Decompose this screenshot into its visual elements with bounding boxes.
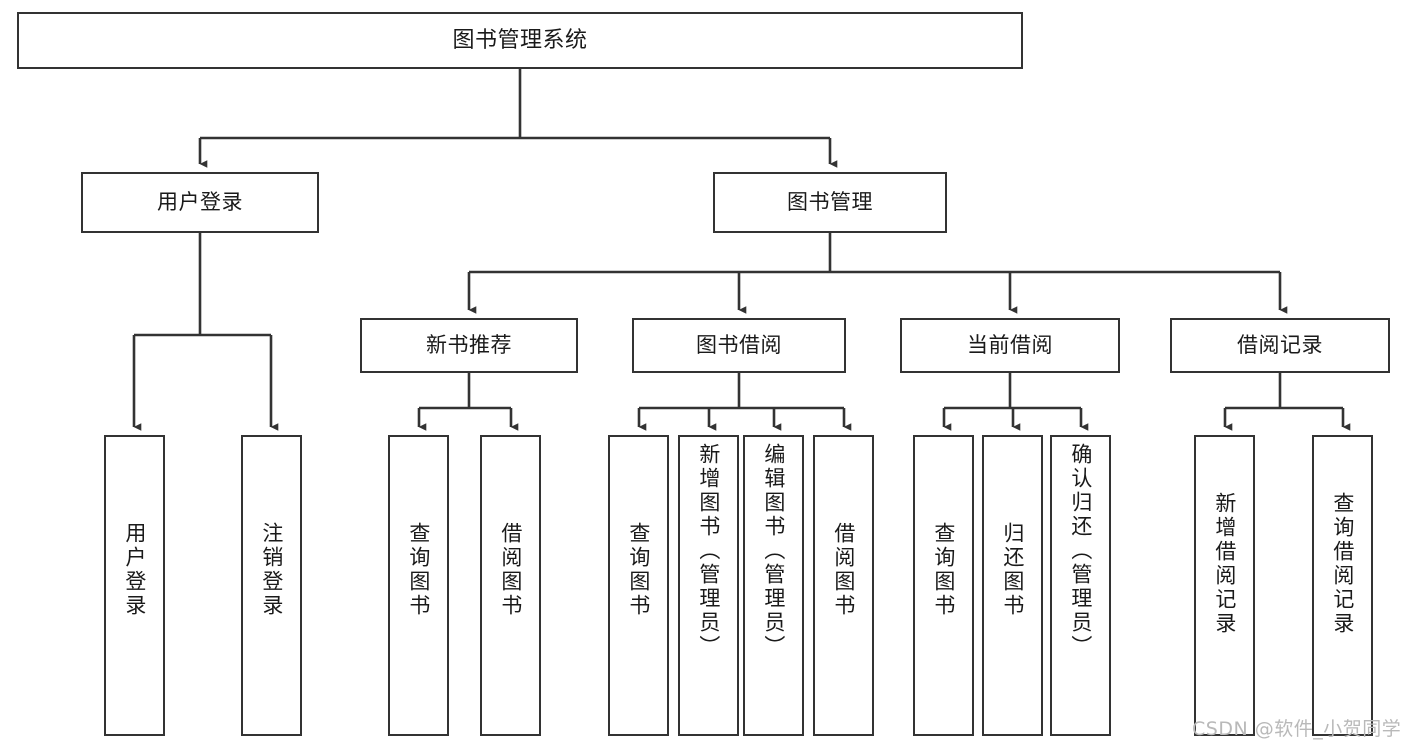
node-book-manage[interactable]: 图书管理 xyxy=(713,172,947,233)
node-leaf-query-record-label: 查询借阅记录 xyxy=(1330,492,1355,636)
node-leaf-borrow-book[interactable]: 借阅图书 xyxy=(813,435,874,736)
node-borrow-record-label: 借阅记录 xyxy=(1237,333,1323,358)
node-leaf-edit-book[interactable]: 编辑图书（管理员） xyxy=(743,435,804,736)
node-leaf-logout[interactable]: 注销登录 xyxy=(241,435,302,736)
node-leaf-query-book-borrow[interactable]: 查询图书 xyxy=(608,435,669,736)
node-book-borrow-label: 图书借阅 xyxy=(696,333,782,358)
node-leaf-user-login[interactable]: 用户登录 xyxy=(104,435,165,736)
node-leaf-confirm-return[interactable]: 确认归还（管理员） xyxy=(1050,435,1111,736)
node-book-borrow[interactable]: 图书借阅 xyxy=(632,318,846,373)
node-root[interactable]: 图书管理系统 xyxy=(17,12,1023,69)
node-leaf-return-book[interactable]: 归还图书 xyxy=(982,435,1043,736)
node-new-book-recommend[interactable]: 新书推荐 xyxy=(360,318,578,373)
node-leaf-borrow-book-rec[interactable]: 借阅图书 xyxy=(480,435,541,736)
node-leaf-logout-label: 注销登录 xyxy=(259,522,284,618)
node-leaf-borrow-book-rec-label: 借阅图书 xyxy=(498,522,523,618)
node-leaf-add-book-label: 新增图书（管理员） xyxy=(696,443,721,659)
node-leaf-edit-book-label: 编辑图书（管理员） xyxy=(761,443,786,659)
node-leaf-query-record[interactable]: 查询借阅记录 xyxy=(1312,435,1373,736)
node-current-borrow-label: 当前借阅 xyxy=(967,333,1053,358)
node-leaf-query-book-rec[interactable]: 查询图书 xyxy=(388,435,449,736)
node-leaf-add-record[interactable]: 新增借阅记录 xyxy=(1194,435,1255,736)
node-leaf-query-book-cur[interactable]: 查询图书 xyxy=(913,435,974,736)
node-leaf-query-book-borrow-label: 查询图书 xyxy=(626,522,651,618)
node-root-label: 图书管理系统 xyxy=(452,27,588,53)
node-leaf-add-book[interactable]: 新增图书（管理员） xyxy=(678,435,739,736)
node-leaf-user-login-label: 用户登录 xyxy=(122,522,147,618)
node-user-login-label: 用户登录 xyxy=(157,190,243,215)
node-leaf-borrow-book-label: 借阅图书 xyxy=(831,522,856,618)
node-borrow-record[interactable]: 借阅记录 xyxy=(1170,318,1390,373)
node-current-borrow[interactable]: 当前借阅 xyxy=(900,318,1120,373)
node-leaf-confirm-return-label: 确认归还（管理员） xyxy=(1068,443,1093,659)
node-leaf-add-record-label: 新增借阅记录 xyxy=(1212,492,1237,636)
node-leaf-return-book-label: 归还图书 xyxy=(1000,522,1025,618)
node-leaf-query-book-cur-label: 查询图书 xyxy=(931,522,956,618)
watermark-text: CSDN @软件_小贺同学 xyxy=(1192,718,1402,740)
node-user-login[interactable]: 用户登录 xyxy=(81,172,319,233)
node-leaf-query-book-rec-label: 查询图书 xyxy=(406,522,431,618)
node-new-book-recommend-label: 新书推荐 xyxy=(426,333,512,358)
node-book-manage-label: 图书管理 xyxy=(787,190,873,215)
